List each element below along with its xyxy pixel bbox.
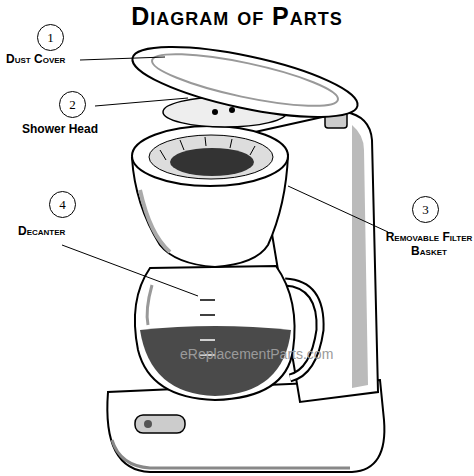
dust-cover-shading [149,44,342,117]
callout-circle: 2 [59,91,86,118]
leader-line [80,57,165,60]
coffee-grounds [170,148,254,176]
switch-light [144,420,152,428]
filter-pleats [160,137,255,160]
decanter-glass [135,266,295,400]
callout-number: 4 [59,198,66,211]
callout-circle: 4 [49,191,76,218]
shower-hole [229,107,235,113]
dust-cover [127,33,363,132]
part-name: Shower Head [22,123,132,137]
callout-number: 1 [47,31,54,44]
glass-highlight [147,285,152,325]
callout-number: 3 [422,203,429,216]
part-name: Decanter [18,225,108,239]
graduation-mark [200,299,215,301]
watermark: eReplacementParts.com [180,346,380,362]
leader-line [288,186,388,232]
callout-number: 2 [69,98,76,111]
graduation-mark [200,339,215,341]
filter-paper [149,135,273,179]
tower-shading [352,125,368,388]
basket-rim [132,126,288,186]
callout-circle: 1 [37,24,64,51]
part-name: Dust Cover [6,53,90,67]
part-name: Removable Filter Basket [384,231,474,259]
diagram-title: Diagram of Parts [0,2,474,31]
shower-hole [212,109,218,115]
basket-shading [140,190,170,252]
graduation-mark [200,314,215,316]
leader-line [95,98,188,106]
leader-line [62,245,198,296]
callout-circle: 3 [412,196,439,223]
power-switch [135,415,185,433]
base-shading [112,440,350,468]
